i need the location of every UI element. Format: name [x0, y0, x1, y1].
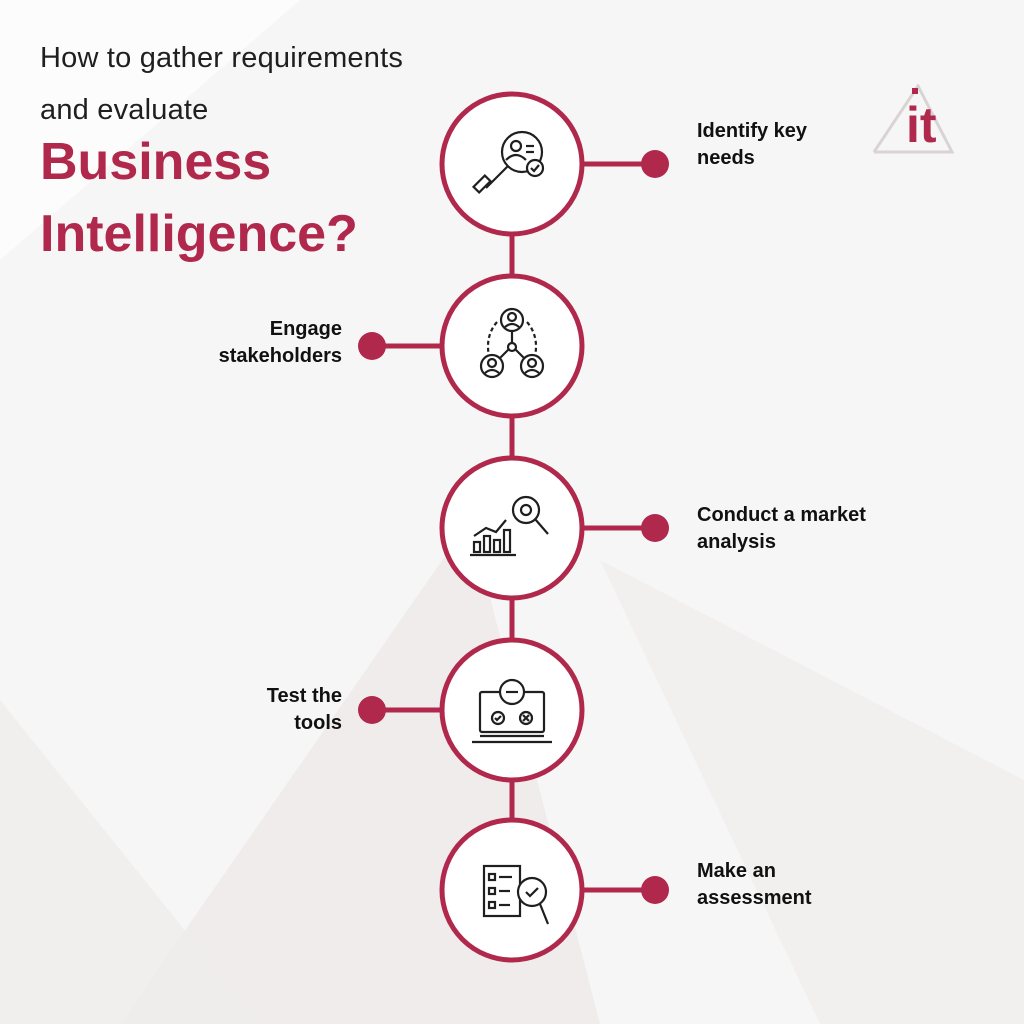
- step-3-dot: [641, 514, 669, 542]
- step-4-node: [358, 637, 585, 783]
- step-4-label: Test the tools: [267, 683, 342, 737]
- step-2-circle: [439, 273, 585, 419]
- logo-triangle-mark: [872, 84, 955, 154]
- checklist-magnifier-icon: [482, 864, 550, 925]
- step-5-circle: [439, 817, 585, 963]
- step-4-label-line-1: Test the: [266, 685, 342, 707]
- step-3-label-line-1: Conduct a market: [697, 504, 866, 526]
- headline-line-2: Intelligence?: [40, 205, 358, 263]
- laptop-gear-icon: [472, 678, 552, 744]
- step-1-node: [439, 91, 669, 237]
- step-1-circle: [439, 91, 585, 237]
- step-3-label-line-2: analysis: [697, 531, 776, 553]
- step-1-label-line-1: Identify key: [697, 120, 808, 142]
- intro-text: How to gather requirements and evaluate: [40, 32, 480, 136]
- step-2-node: [358, 273, 585, 419]
- intro-line-2: and evaluate: [40, 94, 209, 126]
- step-5-label: Make an assessment: [697, 858, 812, 912]
- headline-line-1: Business: [40, 133, 272, 191]
- step-2-label-line-2: stakeholders: [218, 345, 342, 367]
- logo-text: it: [906, 97, 937, 153]
- step-1-label: Identify key needs: [697, 118, 807, 172]
- intro-line-1: How to gather requirements: [40, 42, 404, 74]
- step-3-label: Conduct a market analysis: [697, 502, 866, 556]
- bar-chart-magnifier-icon: [470, 495, 549, 557]
- step-4-circle: [439, 637, 585, 783]
- step-4-dot: [358, 696, 386, 724]
- step-2-label: Engage stakeholders: [219, 316, 342, 370]
- brand-logo: it: [872, 84, 955, 154]
- step-2-dot: [358, 332, 386, 360]
- step-3-circle: [439, 455, 585, 601]
- step-5-label-line-2: assessment: [697, 887, 812, 909]
- step-5-label-line-1: Make an: [697, 860, 776, 882]
- headline: Business Intelligence?: [40, 126, 460, 270]
- step-2-label-line-1: Engage: [269, 318, 342, 340]
- step-3-node: [439, 455, 669, 601]
- step-5-dot: [641, 876, 669, 904]
- step-4-label-line-2: tools: [294, 712, 342, 734]
- people-network-icon: [479, 307, 545, 379]
- step-1-dot: [641, 150, 669, 178]
- step-5-node: [439, 817, 669, 963]
- step-1-label-line-2: needs: [697, 147, 755, 169]
- magnifier-profile-check-icon: [471, 130, 545, 195]
